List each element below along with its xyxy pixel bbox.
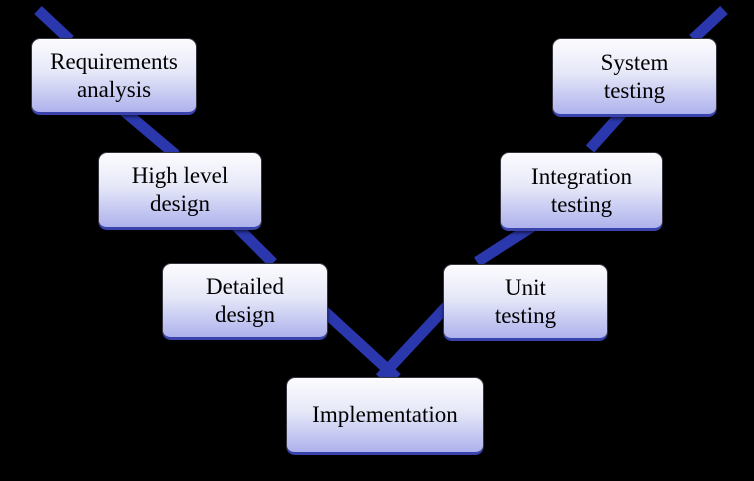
node-label: High level design [131,163,229,216]
node-high-level-design: High level design [98,152,262,230]
node-unit-testing: Unit testing [443,264,608,341]
node-implementation: Implementation [286,377,484,455]
connector-entry-icon [34,5,74,45]
node-label: Unit testing [494,274,557,328]
node-label: Requirements analysis [50,48,178,102]
connector-integration-to-system-icon [585,108,628,153]
node-detailed-design: Detailed design [162,263,328,340]
node-label: Implementation [312,402,458,428]
node-requirements-analysis: Requirements analysis [31,38,197,115]
node-integration-testing: Integration testing [500,152,663,231]
node-system-testing: System testing [552,38,717,117]
connector-system-exit-icon [689,5,728,44]
connector-high-level-to-detailed-icon [232,222,277,267]
node-label: System testing [600,49,669,103]
node-label: Integration testing [531,163,632,217]
connector-requirements-to-high-level-icon [120,106,180,160]
node-label: Detailed design [206,273,284,327]
connector-implementation-to-unit-icon [375,302,452,382]
